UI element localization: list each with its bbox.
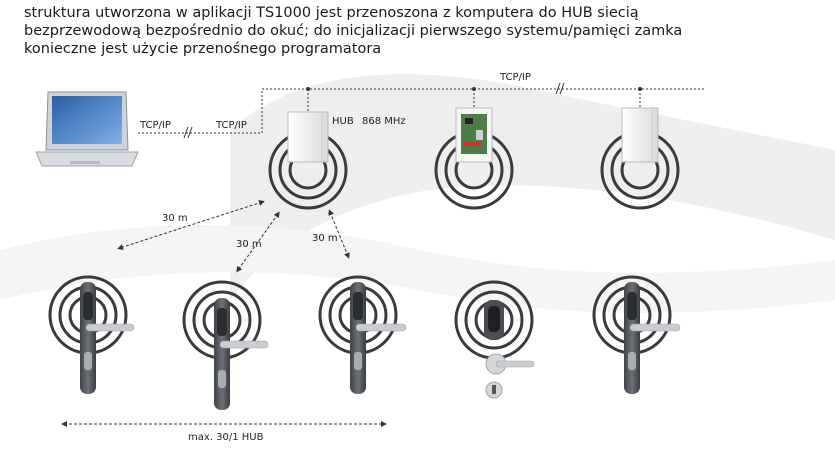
distance-label-mid: 30 m	[236, 239, 262, 250]
tcp-label-laptop: TCP/IP	[139, 120, 171, 131]
tcp-label-top: TCP/IP	[499, 72, 531, 83]
distance-arrow-right	[328, 209, 350, 259]
line-break-marks	[183, 82, 565, 139]
caption-line-2: bezprzewodową bezpośrednio do okuć; do i…	[24, 23, 683, 39]
door-lock-2	[214, 298, 269, 410]
max-range-label: max. 30/1 HUB	[188, 432, 264, 443]
door-lock-3	[350, 282, 407, 394]
door-lock-1	[80, 282, 135, 394]
caption-line-1: struktura utworzona w aplikacji TS1000 j…	[24, 5, 639, 21]
distance-arrow-mid	[236, 211, 280, 273]
diagram-caption: struktura utworzona w aplikacji TS1000 j…	[24, 4, 724, 58]
hub-1-device	[287, 111, 329, 163]
hub-frequency-label: 868 MHz	[362, 116, 406, 127]
caption-line-3: konieczne jest użycie przenośnego progra…	[24, 41, 382, 57]
network-lines	[138, 88, 705, 134]
distance-label-right: 30 m	[312, 233, 338, 244]
distance-label-left: 30 m	[162, 213, 188, 224]
door-lock-5	[624, 282, 681, 394]
junction-dots	[306, 87, 642, 91]
hub-2-device-open	[455, 107, 493, 163]
hub-name-label: HUB	[332, 116, 354, 127]
laptop-icon	[35, 91, 139, 167]
door-lock-4-reader	[484, 300, 535, 399]
tcp-label-mid: TCP/IP	[215, 120, 247, 131]
hub-3-device	[621, 107, 659, 163]
